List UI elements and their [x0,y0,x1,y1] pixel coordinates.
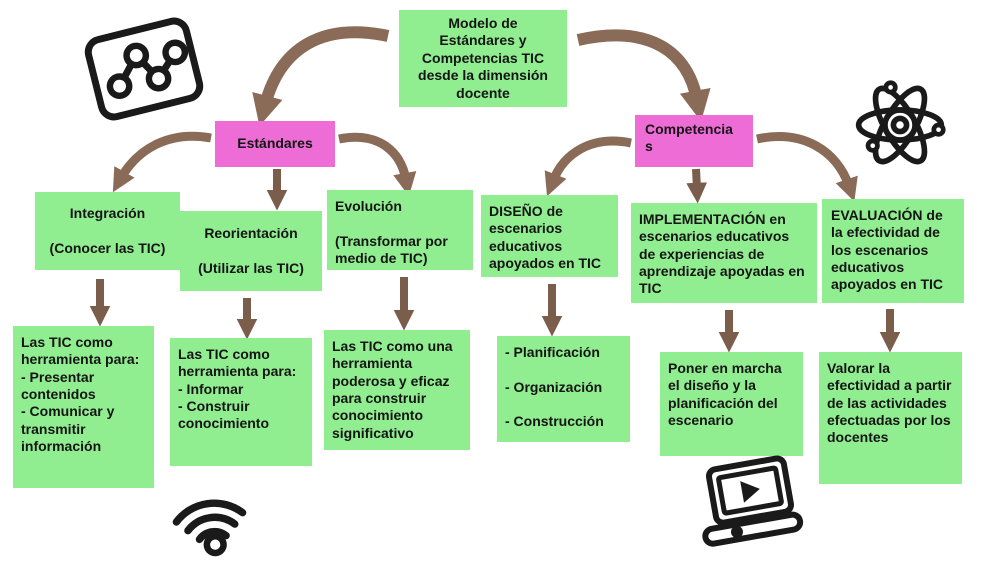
arrow-competencias-to-implementacion [686,168,708,204]
node-diseno: DISEÑO de escenarios educativos apoyados… [481,195,618,277]
node-reorientacion: Reorientación (Utilizar las TIC) [180,211,322,291]
node-evaluacion-detail: Valorar la efectividad a partir de las a… [819,352,962,484]
laptop-video-icon [684,449,814,562]
node-branch-estandares: Estándares [215,121,335,167]
node-implementacion: IMPLEMENTACIÓN en escenarios educativos … [631,203,817,303]
node-evolucion-detail: Las TIC como una herramienta poderosa y … [324,330,470,450]
arrow-estandares-to-integracion [112,131,212,193]
arrow-competencias-to-diseno [544,136,632,197]
arrow-root-to-estandares [252,26,390,127]
node-integracion: Integración (Conocer las TIC) [35,192,180,270]
node-integracion-detail: Las TIC como herramienta para: - Present… [13,326,154,488]
node-evaluacion: EVALUACIÓN de la efectividad de los esce… [822,199,964,303]
node-implementacion-detail: Poner en marcha el diseño y la planifica… [660,352,803,456]
arrow-competencias-to-evaluacion [756,132,858,202]
node-graph-icon [79,12,209,126]
node-root-title: Modelo de Estándares y Competencias TIC … [399,10,567,107]
arrow-root-to-competencias [576,29,711,122]
node-diseno-detail: - Planificación - Organización - Constru… [497,336,630,442]
wifi-icon [155,475,265,562]
node-reorientacion-detail: Las TIC como herramienta para: - Informa… [170,338,312,466]
node-branch-competencias: Competencias [635,115,753,167]
atom-icon [851,78,949,172]
arrow-estandares-to-evolucion [338,132,417,197]
node-evolucion: Evolución (Transformar por medio de TIC) [327,190,473,270]
